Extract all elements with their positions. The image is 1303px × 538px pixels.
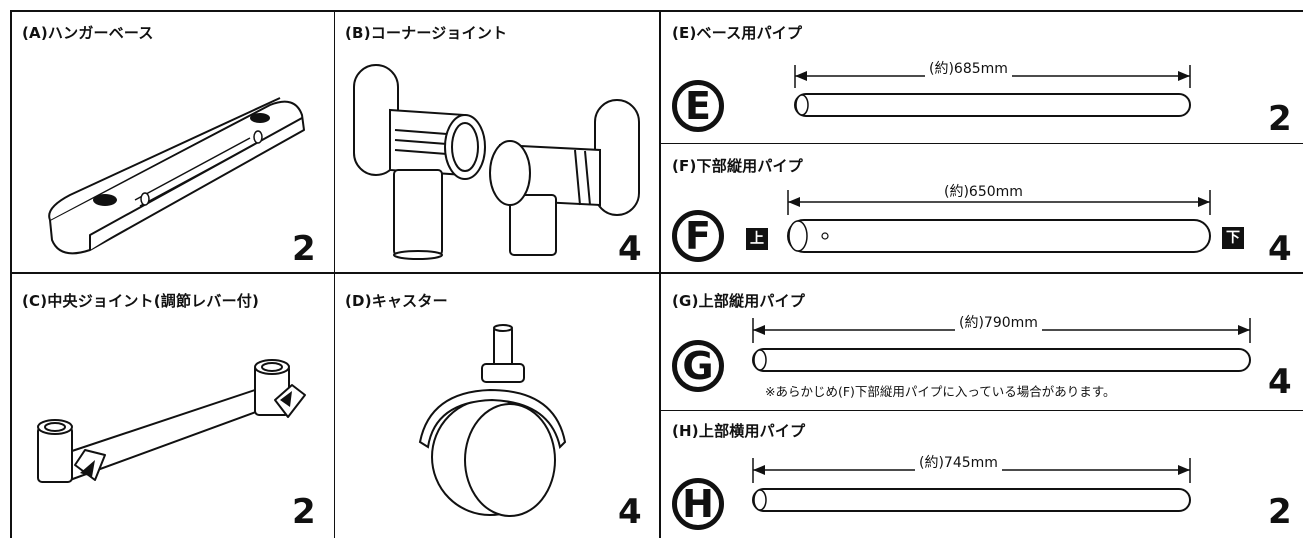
part-b-qty: 4 — [618, 229, 642, 269]
part-g-badge: G — [672, 340, 724, 392]
part-e-length: (約)685mm — [925, 58, 1012, 78]
corner-joint-illustration — [353, 64, 640, 260]
part-g-qty: 4 — [1268, 362, 1292, 402]
part-b-title: (B)コーナージョイント — [345, 24, 508, 42]
part-f-top-tag: 上 — [746, 228, 768, 250]
part-f-title: (F)下部縦用パイプ — [672, 157, 803, 175]
part-g-title: (G)上部縦用パイプ — [672, 292, 806, 310]
center-joint-illustration — [37, 359, 306, 483]
part-d-title: (D)キャスター — [345, 292, 448, 310]
top-border — [10, 10, 1303, 12]
part-h-qty: 2 — [1268, 492, 1292, 532]
divider-bc-right — [659, 10, 661, 538]
row-divider-gh — [660, 410, 1303, 411]
part-f-bottom-tag: 下 — [1222, 227, 1244, 249]
part-e-title: (E)ベース用パイプ — [672, 24, 803, 42]
part-g-length: (約)790mm — [955, 312, 1042, 332]
part-f-length: (約)650mm — [940, 181, 1027, 201]
part-f-qty: 4 — [1268, 229, 1292, 269]
part-e-badge: E — [672, 80, 724, 132]
row-divider-ef — [660, 143, 1303, 144]
row-divider-left — [10, 272, 660, 274]
part-c-title: (C)中央ジョイント(調節レバー付) — [22, 292, 260, 310]
part-h-badge: H — [672, 478, 724, 530]
left-border — [10, 10, 12, 538]
part-g-note: ※あらかじめ(F)下部縦用パイプに入っている場合があります。 — [765, 384, 1116, 399]
divider-ab — [334, 10, 335, 538]
part-c-qty: 2 — [292, 492, 316, 532]
part-d-qty: 4 — [618, 492, 642, 532]
base-pipe-illustration — [794, 65, 1191, 117]
row-divider-fg — [660, 272, 1303, 274]
part-a-title: (A)ハンガーベース — [22, 24, 154, 42]
part-f-badge: F — [672, 210, 724, 262]
part-a-qty: 2 — [292, 229, 316, 269]
part-h-length: (約)745mm — [915, 452, 1002, 472]
part-h-title: (H)上部横用パイプ — [672, 422, 806, 440]
caster-illustration — [418, 324, 567, 517]
lower-vertical-pipe-illustration — [787, 190, 1211, 253]
part-e-qty: 2 — [1268, 99, 1292, 139]
hanger-base-illustration — [48, 97, 305, 255]
